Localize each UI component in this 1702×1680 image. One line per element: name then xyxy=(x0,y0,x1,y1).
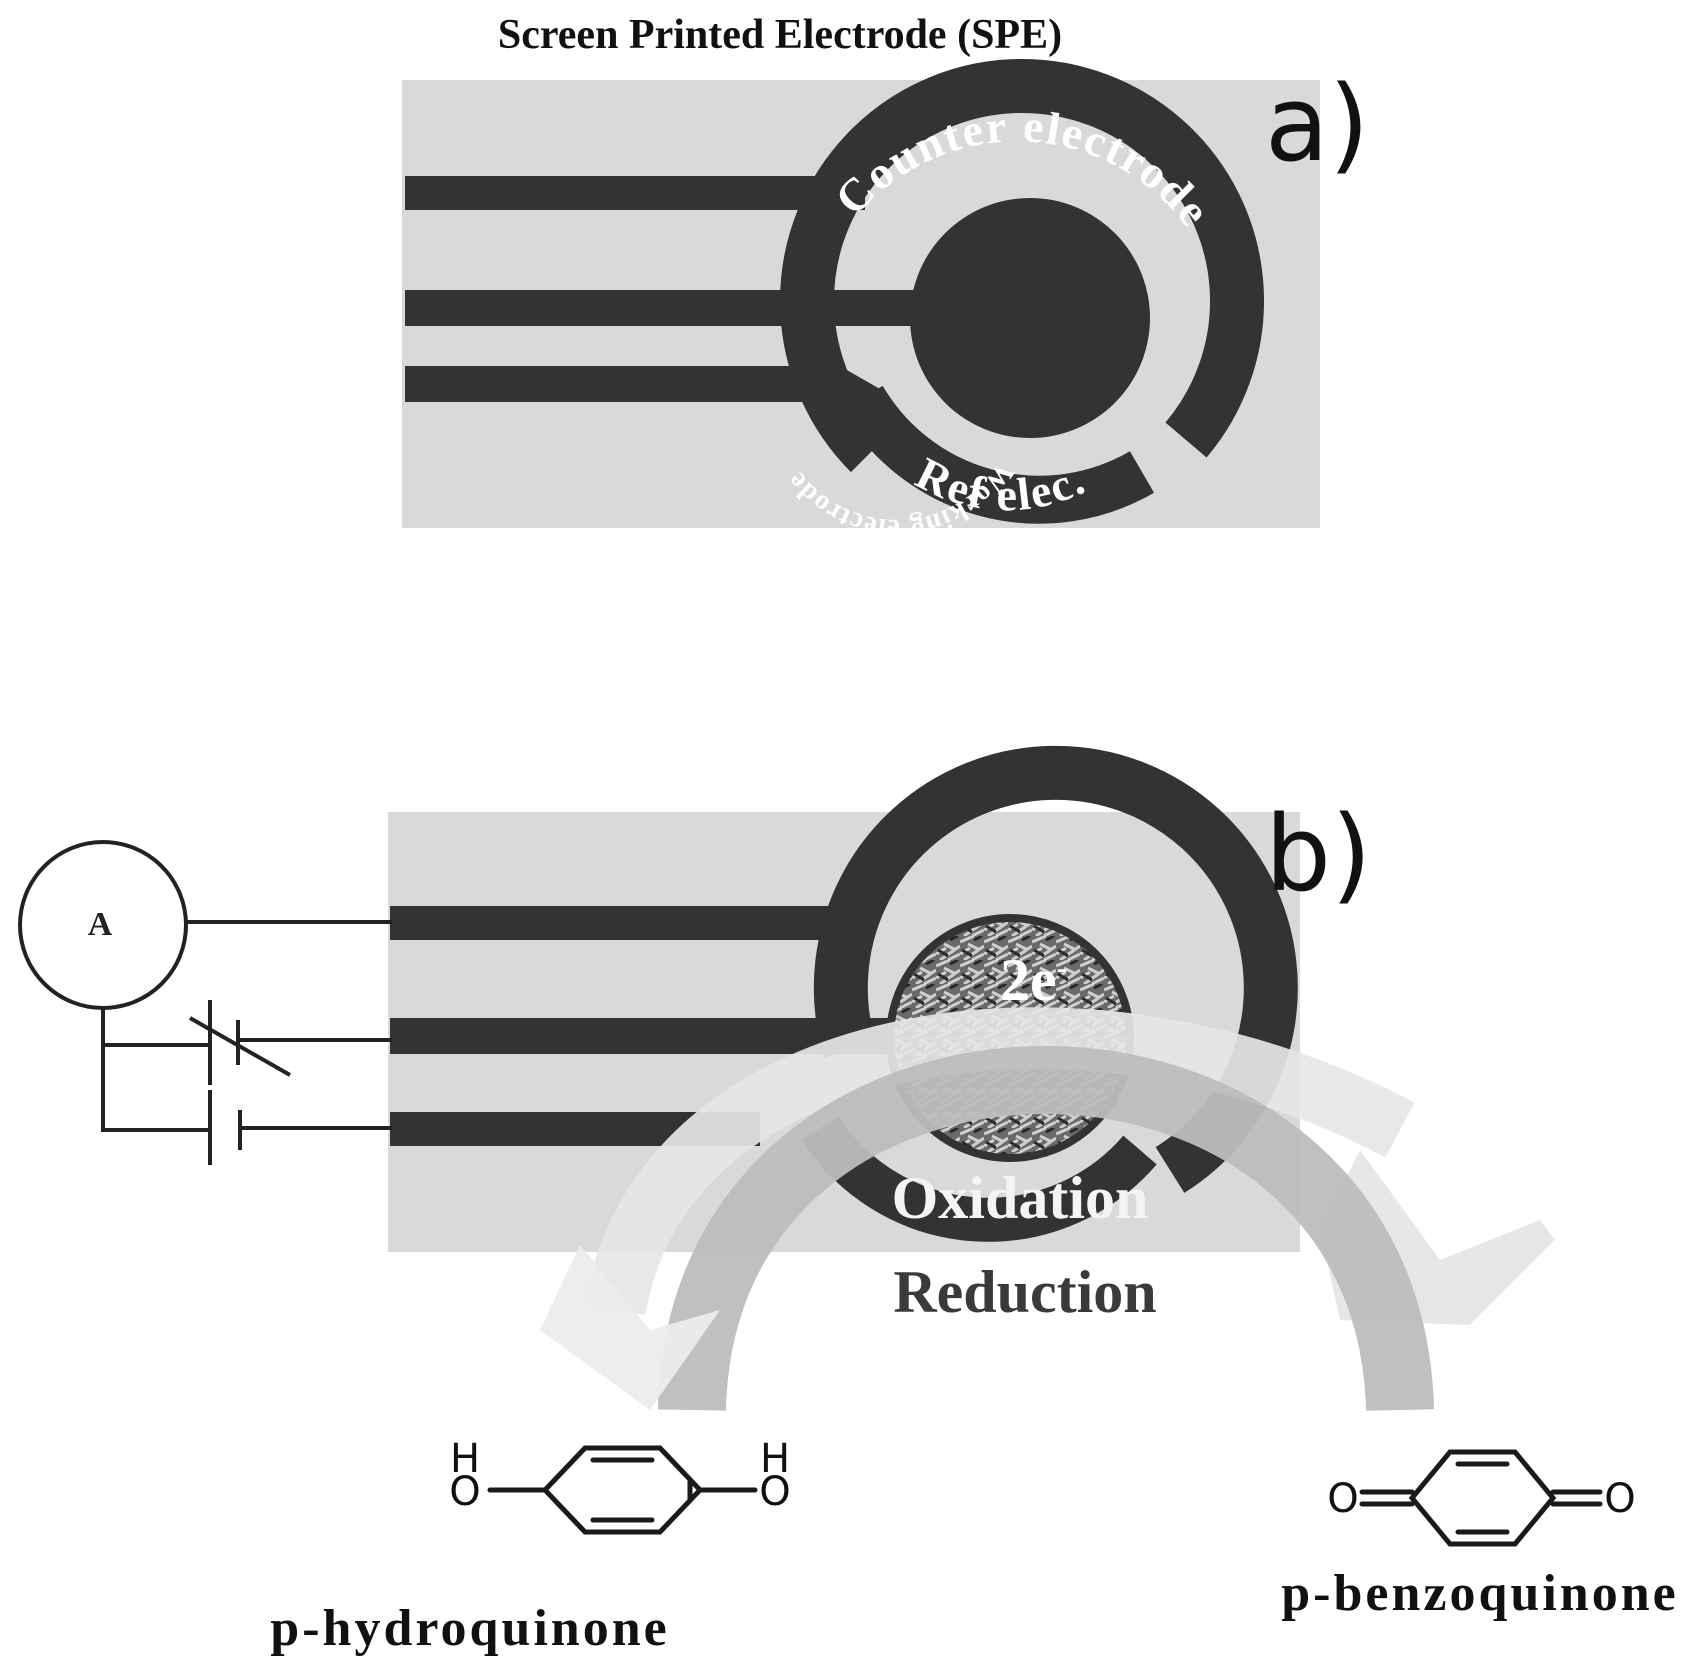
working-electrode xyxy=(910,198,1150,438)
panel-b-label: b) xyxy=(1265,793,1372,915)
benzoquinone-label: p-benzoquinone xyxy=(1281,1565,1678,1622)
panel-a: Counter electrode Working electrode Ref … xyxy=(402,58,1369,544)
right-hydroxyl-h: H xyxy=(760,1436,790,1482)
benzoquinone-structure: O O xyxy=(1327,1449,1636,1547)
left-hydroxyl-o: O xyxy=(449,1469,480,1515)
electron-label: 2e- xyxy=(1000,947,1067,1013)
panel-a-label: a) xyxy=(1265,63,1369,185)
right-carbonyl-o: O xyxy=(1604,1476,1635,1522)
panel-b: 2e- Oxidation Reduction A b) xyxy=(18,745,1555,1411)
hydroquinone-structure: O H O H xyxy=(449,1436,791,1535)
reference-electrode-b xyxy=(801,1115,1157,1242)
left-hydroxyl-h: H xyxy=(450,1436,480,1482)
oxidation-label: Oxidation xyxy=(892,1165,1149,1231)
working-track xyxy=(405,290,925,326)
reduction-label: Reduction xyxy=(893,1259,1156,1325)
counter-track xyxy=(405,176,865,210)
ammeter-label: A xyxy=(88,906,113,943)
oxidation-arrow xyxy=(584,1007,1415,1316)
figure-title: Screen Printed Electrode (SPE) xyxy=(498,12,1062,58)
right-hydroxyl-o: O xyxy=(759,1469,790,1515)
reduction-arrowhead xyxy=(540,1245,720,1410)
variable-arrow xyxy=(189,1016,291,1077)
counter-track-b xyxy=(390,906,850,940)
reference-track xyxy=(405,366,879,420)
left-carbonyl-o: O xyxy=(1327,1476,1358,1522)
hydroquinone-label: p-hydroquinone xyxy=(270,1600,669,1657)
reference-electrode xyxy=(841,385,1155,524)
ammeter-down-wire xyxy=(101,1008,210,1132)
reduction-arrow xyxy=(658,1046,1434,1411)
